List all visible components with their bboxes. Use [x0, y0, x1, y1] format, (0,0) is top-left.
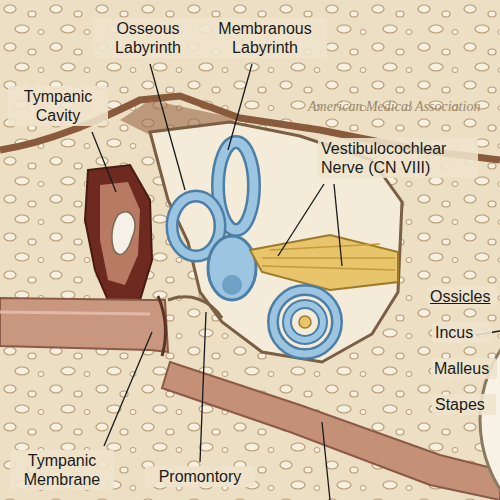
- part-label: Tympanic Membrane: [10, 450, 114, 490]
- cavity-mucosa: [100, 182, 140, 285]
- tympanic-membrane: [158, 296, 165, 356]
- cochlea: [273, 290, 337, 354]
- ossicle-label: Stapes: [432, 394, 496, 415]
- promontory: [168, 297, 222, 318]
- ossicle-label: Malleus: [431, 358, 497, 379]
- vestibulocochlear-nerve: [250, 235, 398, 290]
- ossicle: [112, 212, 135, 255]
- labyrinth: [172, 142, 256, 300]
- leader-lines: [92, 64, 500, 500]
- part-label: Membranous Labyrinth: [203, 18, 327, 58]
- nerve-fibres: [262, 244, 395, 270]
- part-label: Tympanic Cavity: [8, 86, 108, 126]
- part-label: Osseous Labyrinth: [93, 18, 203, 58]
- ossicle-label: Incus: [432, 322, 492, 343]
- canal-highlight: [0, 312, 150, 314]
- watermark: American Medical Association: [305, 98, 497, 117]
- inset-heading: Ossicles: [427, 286, 497, 307]
- part-label: Vestibulocochlear Nerve (CN VIII): [318, 138, 478, 178]
- tympanic-cavity: [85, 165, 152, 305]
- part-label: Promontory: [145, 466, 255, 487]
- ear-canal: [0, 298, 168, 352]
